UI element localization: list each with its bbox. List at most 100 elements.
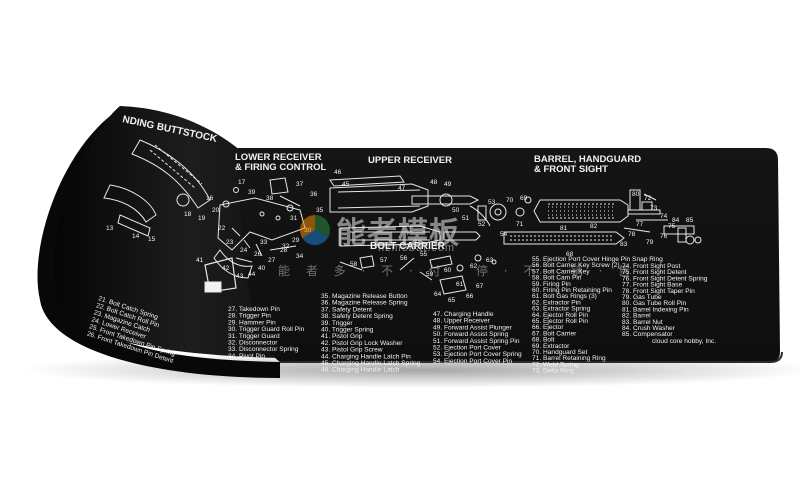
callout: 57 — [380, 257, 388, 264]
parts-list-item: 53. Ejection Port Cover Spring — [433, 351, 522, 358]
callout: 49 — [444, 181, 452, 188]
parts-list-item: 45. Charging Handle Latch Spring — [321, 360, 421, 367]
heading-upper: UPPER RECEIVER — [368, 155, 452, 166]
heading-barrel-1: BARREL, HANDGUARD — [534, 154, 641, 165]
parts-list-item: 51. Forward Assist Spring Pin — [433, 338, 520, 345]
callout: 67 — [476, 283, 484, 290]
callout: 65 — [448, 297, 456, 304]
callout: 44 — [248, 271, 256, 278]
parts-list-item: 29. Hammer Pin — [228, 319, 276, 326]
mat-edge — [280, 351, 783, 363]
callout: 83 — [620, 241, 628, 248]
parts-list-item: 41. Pistol Grip — [321, 333, 363, 340]
callout: 48 — [430, 179, 438, 186]
callout: 52 — [478, 221, 486, 228]
parts-list-item: 74. Front Sight Post — [622, 263, 680, 270]
callout: 40 — [258, 265, 266, 272]
parts-list-item: 65. Ejector Roll Pin — [532, 318, 588, 325]
parts-list-item: 35. Magazine Release Button — [321, 293, 408, 300]
parts-list-item: 56. Bolt Carrier Key Screw (2) — [532, 262, 620, 269]
parts-list-item: 61. Bolt Gas Rings (3) — [532, 293, 597, 300]
mat-curl — [53, 106, 300, 358]
callout: 85 — [686, 217, 694, 224]
callout: 79 — [646, 239, 654, 246]
parts-list-item: 76. Front Sight Detent Spring — [622, 275, 708, 282]
callout: 31 — [290, 215, 298, 222]
callout: 58 — [350, 261, 358, 268]
parts-list-item: 46. Charging Handle Latch — [321, 367, 400, 374]
parts-list-item: 67. Bolt Carrier — [532, 330, 577, 337]
parts-list-item: 33. Disconnector Spring — [228, 346, 299, 353]
callout: 56 — [400, 255, 408, 262]
watermark-brand: 能者模板 — [336, 216, 460, 251]
callout: 68 — [566, 251, 574, 258]
heading-lower-1: LOWER RECEIVER — [235, 152, 322, 163]
parts-list-item: 83. Barrel Nut — [622, 319, 663, 326]
parts-list-item: 44. Charging Handle Latch Pin — [321, 353, 411, 360]
parts-list-item: 30. Trigger Guard Roll Pin — [228, 326, 305, 333]
callout: 70 — [506, 197, 514, 204]
parts-list-item: 85. Compensator — [622, 331, 673, 338]
parts-list-item: 75. Front Sight Detent — [622, 269, 687, 276]
callout: 69 — [520, 195, 528, 202]
parts-list-item: 37. Safety Detent — [321, 306, 372, 313]
callout: 59 — [426, 271, 434, 278]
parts-list-item: 79. Gas Tube — [622, 294, 662, 301]
callout: 22 — [218, 225, 226, 232]
callout: 81 — [560, 225, 568, 232]
callout: 82 — [590, 223, 598, 230]
callout: 63 — [486, 257, 494, 264]
parts-list-item: 73. Delta Ring — [532, 368, 574, 375]
parts-list-item: 82. Barrel — [622, 313, 651, 320]
parts-list-item: 52. Ejection Port Cover — [433, 345, 502, 352]
callout: 32 — [282, 243, 290, 250]
heading-barrel-2: & FRONT SIGHT — [534, 164, 608, 175]
callout: 51 — [462, 215, 470, 222]
callout: 16 — [206, 195, 214, 202]
parts-list-item: 57. Bolt Carrier Key — [532, 268, 590, 275]
parts-list-item: 78. Front Sight Taper Pin — [622, 288, 695, 295]
callout: 26 — [254, 251, 262, 258]
callout: 61 — [456, 281, 464, 288]
parts-list-item: 55. Ejection Port Cover Hinge Pin Snap R… — [532, 256, 663, 263]
callout: 38 — [266, 195, 274, 202]
parts-list-item: 49. Forward Assist Plunger — [433, 324, 513, 331]
callout: 17 — [238, 179, 246, 186]
callout: 60 — [444, 267, 452, 274]
parts-list-item: 54. Ejection Port Cover Pin — [433, 358, 512, 365]
parts-list-item: 68. Bolt — [532, 337, 555, 344]
parts-list-item: 59. Firing Pin — [532, 281, 571, 288]
callout: 34 — [296, 253, 304, 260]
callout: 36 — [310, 191, 318, 198]
heading-bolt: BOLT CARRIER — [370, 241, 446, 252]
callout: 54 — [500, 231, 508, 238]
callout: 45 — [342, 181, 350, 188]
parts-list-item: 48. Upper Receiver — [433, 318, 491, 325]
callout: 66 — [466, 293, 474, 300]
callout: 14 — [132, 233, 140, 240]
callout: 62 — [470, 263, 478, 270]
footer-credit: cloud core hobby, Inc. — [652, 338, 716, 345]
parts-list-item: 32. Disconnector — [228, 340, 278, 347]
callout: 13 — [106, 225, 114, 232]
callout: 73 — [650, 205, 658, 212]
watermark-url: nzmobat.com — [378, 242, 456, 254]
callout: 23 — [226, 239, 234, 246]
callout: 76 — [660, 233, 668, 240]
parts-list-item: 71. Barrel Retaining Ring — [532, 355, 606, 362]
parts-list-item: 28. Trigger Pin — [228, 313, 271, 320]
callout: 80 — [632, 191, 640, 198]
callout: 75 — [668, 223, 676, 230]
callout: 72 — [644, 195, 652, 202]
callout: 37 — [296, 181, 304, 188]
callout: 28 — [280, 247, 288, 254]
callout: 15 — [148, 236, 156, 243]
parts-list-item: 66. Ejector — [532, 324, 564, 331]
callout: 24 — [240, 247, 248, 254]
parts-list-item: 69. Extractor — [532, 343, 570, 350]
heading-lower-2: & FIRING CONTROL — [235, 162, 326, 173]
callout: 19 — [198, 215, 206, 222]
parts-list-item: 47. Charging Handle — [433, 311, 494, 318]
parts-list-item: 81. Barrel Indexing Pin — [622, 306, 689, 313]
